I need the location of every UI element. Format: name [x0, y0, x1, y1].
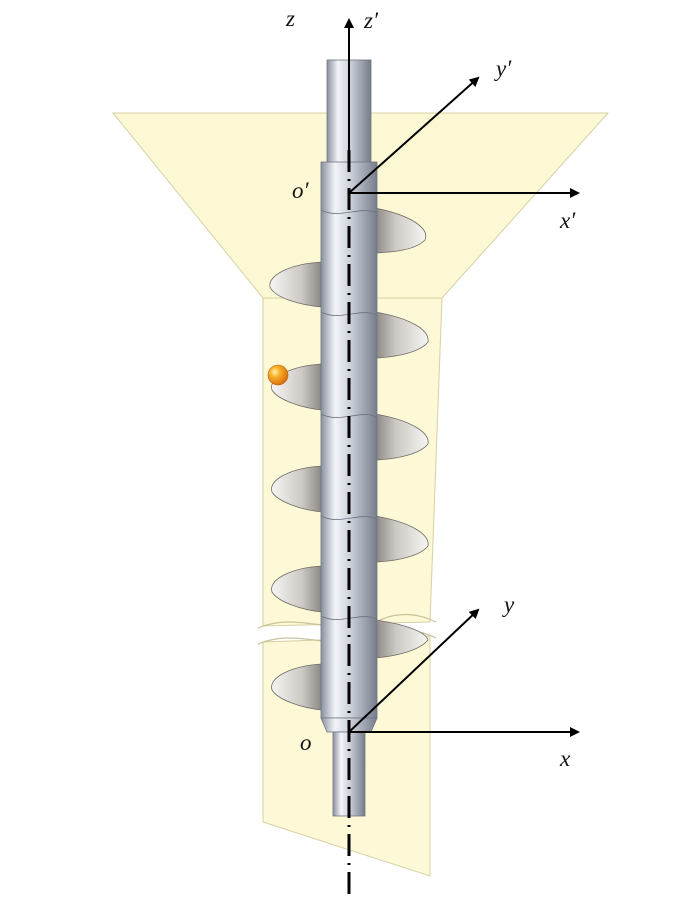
flight-blade — [271, 465, 323, 513]
flight-blade — [374, 619, 429, 659]
label-y: y — [502, 592, 515, 617]
flight-blade — [269, 261, 323, 308]
y-axis-arrow — [348, 608, 480, 733]
flight-blade — [374, 413, 429, 461]
flight-blade — [271, 565, 323, 613]
flight-blade — [374, 515, 429, 563]
flight-blade — [374, 311, 429, 359]
y-prime-axis-arrow — [348, 76, 480, 194]
label-z-prime: z′ — [363, 8, 379, 33]
flight-blade — [271, 663, 323, 711]
label-x: x — [559, 746, 571, 771]
label-x-prime: x′ — [559, 208, 576, 233]
label-o-prime: o′ — [292, 178, 310, 203]
label-o: o — [300, 730, 312, 755]
label-y-prime: y′ — [494, 56, 512, 81]
material-particle — [267, 364, 289, 386]
label-z: z — [285, 6, 295, 31]
flight-blade — [374, 207, 427, 254]
